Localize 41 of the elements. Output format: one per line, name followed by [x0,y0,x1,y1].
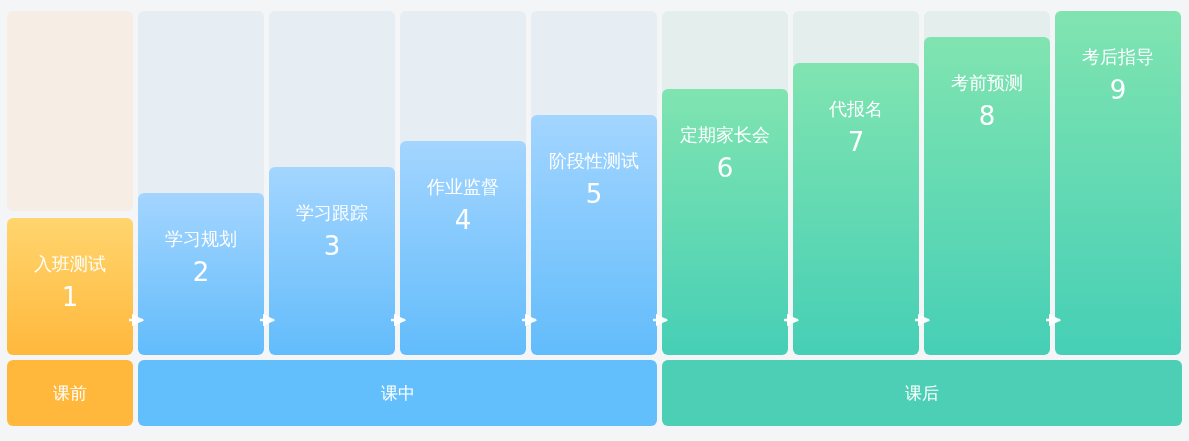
chevron-arrow [1046,313,1062,327]
step-bar [269,167,395,355]
step-bar [662,89,788,355]
step-title: 入班测试 [34,252,106,276]
step-title: 考后指导 [1082,45,1154,69]
chevron-arrow [784,313,800,327]
step-bar [400,141,526,355]
phase-band [138,360,657,426]
step-number: 4 [454,205,472,235]
chevron-arrow [522,313,538,327]
step-number: 5 [585,179,603,209]
phase-band [662,360,1182,426]
step-number: 8 [978,101,996,131]
step-bar [1055,11,1181,355]
step-bar [138,193,264,355]
step-bar [7,218,133,355]
chevron-arrow [653,313,669,327]
step-title: 阶段性测试 [549,149,639,173]
step-number: 7 [847,127,865,157]
step-number: 2 [192,257,210,287]
step-number: 3 [323,231,341,261]
chevron-arrow [915,313,931,327]
step-number: 9 [1109,75,1127,105]
chevron-arrow [391,313,407,327]
chevron-arrow [129,313,145,327]
step-title: 作业监督 [427,175,499,199]
chevron-arrow [260,313,276,327]
phase-label: 课中 [380,381,415,405]
step-title: 代报名 [829,97,883,121]
step-bar [793,63,919,355]
step-title: 考前预测 [951,71,1023,95]
step-title: 学习跟踪 [296,201,368,225]
step-bar [531,115,657,355]
step-number: 1 [61,282,79,312]
step-bar [924,37,1050,355]
step-title: 定期家长会 [680,123,770,147]
phase-label: 课后 [905,381,939,405]
phase-label: 课前 [53,381,87,405]
step-title: 学习规划 [165,227,237,251]
phase-band [7,360,133,426]
step-number: 6 [716,153,734,183]
